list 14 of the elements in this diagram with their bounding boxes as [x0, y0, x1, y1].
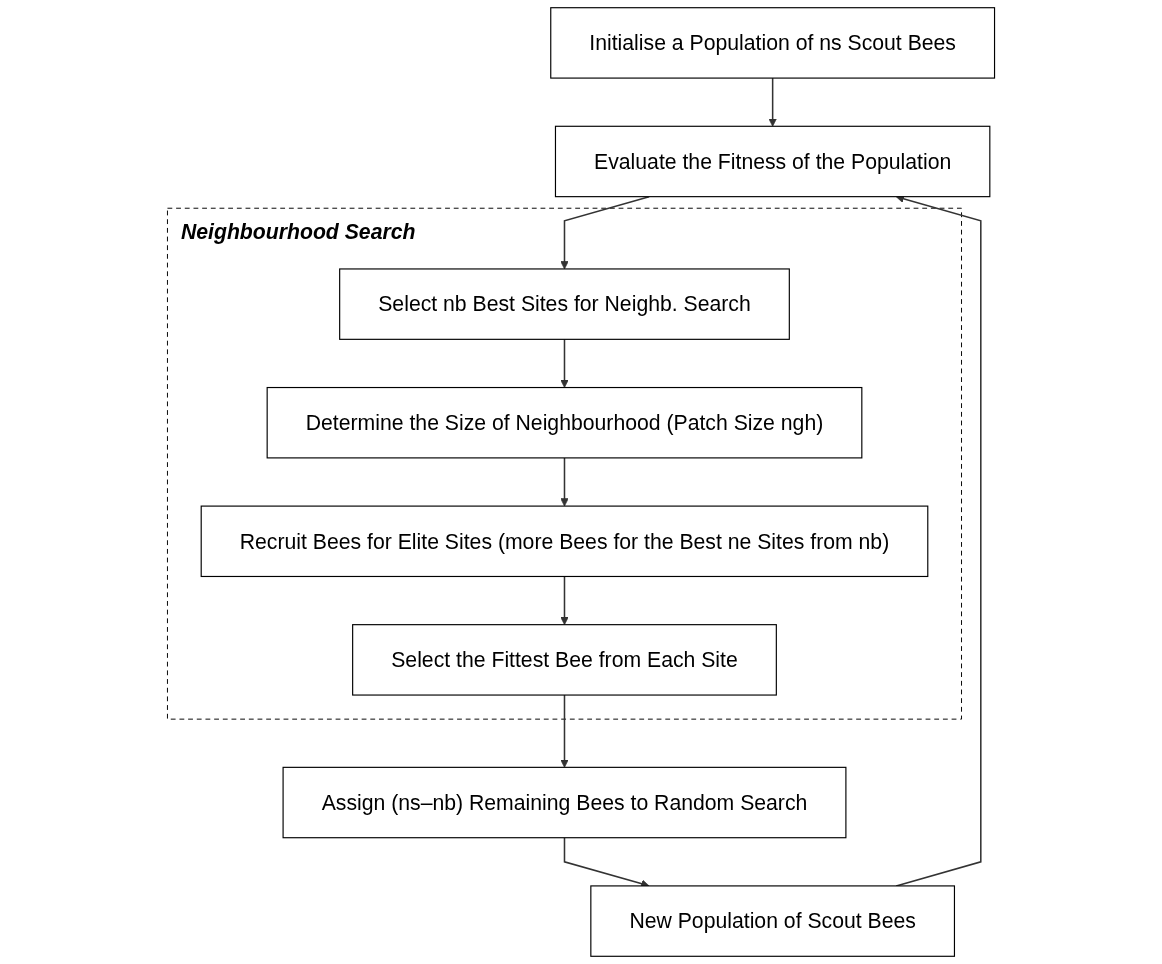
- node-box: Select the Fittest Bee from Each Site: [352, 624, 777, 696]
- node-box: Evaluate the Fitness of the Population: [554, 125, 991, 198]
- arrow: [768, 77, 777, 127]
- arrow: [560, 338, 569, 388]
- node-box: Recruit Bees for Elite Sites (more Bees for the Best ne Sites from nb): [200, 505, 929, 578]
- node-box: Determine the Size of Neighbourhood (Patch Size ngh): [266, 386, 863, 459]
- arrow: [560, 195, 650, 270]
- arrow: [560, 457, 569, 507]
- arrow: [560, 694, 569, 768]
- node-box: New Population of Scout Bees: [590, 885, 956, 957]
- node-box: Assign (ns–nb) Remaining Bees to Random Search: [282, 766, 847, 839]
- arrow: [560, 575, 569, 626]
- node-box: Select nb Best Sites for Neighb. Search: [339, 268, 790, 340]
- node-box: Initialise a Population of ns Scout Bees: [550, 7, 996, 79]
